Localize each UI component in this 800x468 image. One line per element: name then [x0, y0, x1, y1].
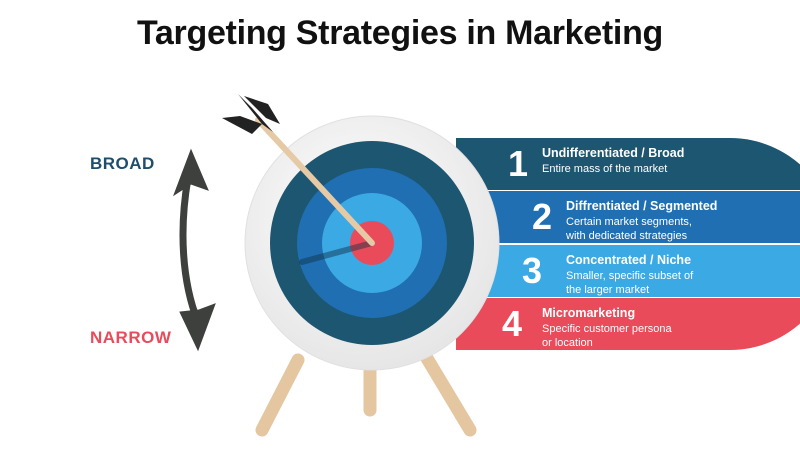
strategy-band-1: 1 Undifferentiated / Broad Entire mass o…: [456, 138, 800, 190]
page-title: Targeting Strategies in Marketing: [136, 14, 663, 52]
strategy-description: Certain market segments, with dedicated …: [566, 216, 692, 242]
strategy-description: Entire mass of the market: [542, 163, 668, 175]
broad-narrow-arrow-icon: [172, 148, 216, 352]
strategy-title: Diffrentiated / Segmented: [566, 199, 718, 213]
dart-arrow-icon: [222, 94, 375, 246]
strategy-band-2: 2 Diffrentiated / Segmented Certain mark…: [456, 191, 800, 243]
strategy-number: 1: [508, 143, 529, 184]
strategy-title: Micromarketing: [542, 306, 636, 320]
strategy-number: 4: [502, 303, 523, 344]
strategy-bands: [456, 138, 800, 350]
strategy-band-3: 3 Concentrated / Niche Smaller, specific…: [456, 245, 800, 297]
strategy-description: Specific customer persona or location: [542, 323, 672, 349]
strategy-number: 2: [532, 196, 553, 237]
strategy-description: Smaller, specific subset of the larger m…: [566, 270, 694, 296]
broad-label: BROAD: [90, 154, 155, 173]
strategy-title: Concentrated / Niche: [566, 253, 692, 267]
strategy-band-4: 4 Micromarketing Specific customer perso…: [456, 298, 800, 350]
strategy-number: 3: [522, 250, 543, 291]
narrow-label: NARROW: [90, 328, 172, 347]
strategy-title: Undifferentiated / Broad: [542, 146, 685, 160]
